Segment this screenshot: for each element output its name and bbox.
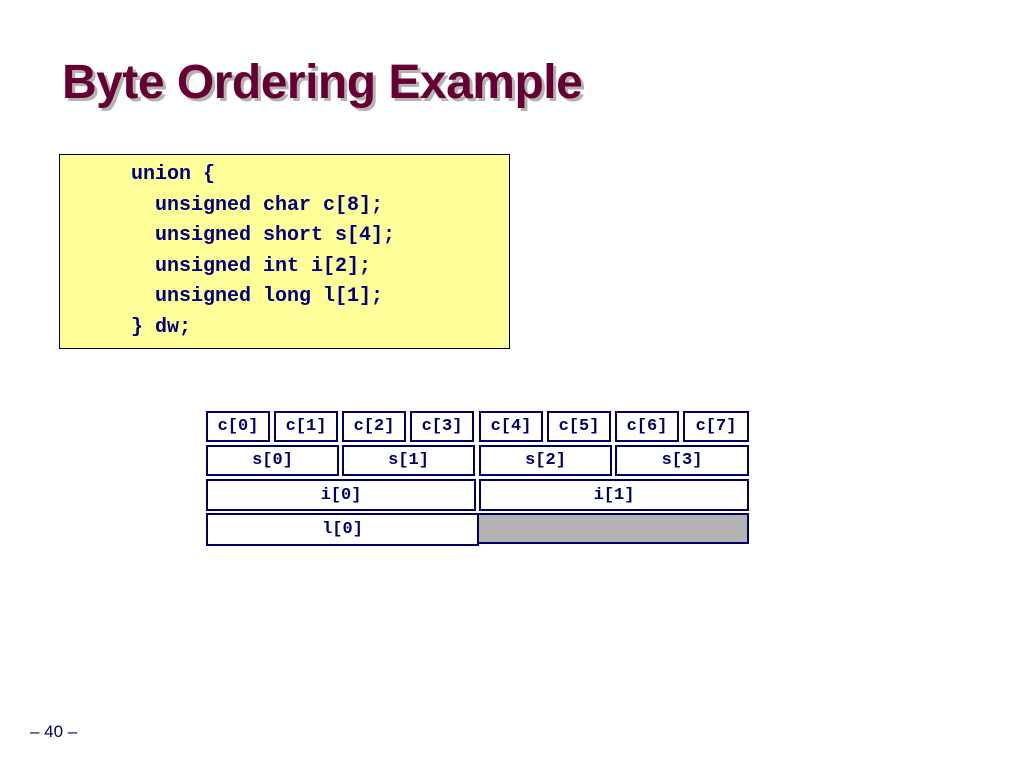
page-number: – 40 –	[30, 722, 78, 741]
code-line: unsigned char c[8];	[131, 193, 384, 217]
code-line: } dw;	[131, 315, 192, 339]
char-cell: c[6]	[615, 411, 679, 442]
code-box: union { unsigned char c[8]; unsigned sho…	[59, 154, 510, 349]
unused-cell	[477, 513, 749, 544]
char-cell: c[0]	[206, 411, 270, 442]
code-line: unsigned long l[1];	[131, 285, 384, 308]
int-cell: i[1]	[479, 479, 749, 511]
char-cell: c[4]	[479, 411, 543, 442]
char-cell: c[3]	[410, 411, 474, 442]
code-line: union {	[131, 163, 216, 186]
code-line: unsigned short s[4];	[131, 224, 396, 247]
int-cell: i[0]	[206, 479, 476, 511]
short-cell: s[3]	[615, 445, 749, 476]
short-cell: s[1]	[342, 445, 475, 476]
code-line: unsigned int i[2];	[131, 254, 372, 278]
char-cell: c[2]	[342, 411, 406, 442]
slide-title: Byte Ordering Example	[62, 56, 583, 109]
long-cell: l[0]	[206, 513, 479, 546]
short-cell: s[0]	[206, 445, 339, 476]
short-cell: s[2]	[479, 445, 612, 476]
char-cell: c[5]	[547, 411, 611, 442]
char-cell: c[7]	[683, 411, 749, 442]
char-cell: c[1]	[274, 411, 338, 442]
